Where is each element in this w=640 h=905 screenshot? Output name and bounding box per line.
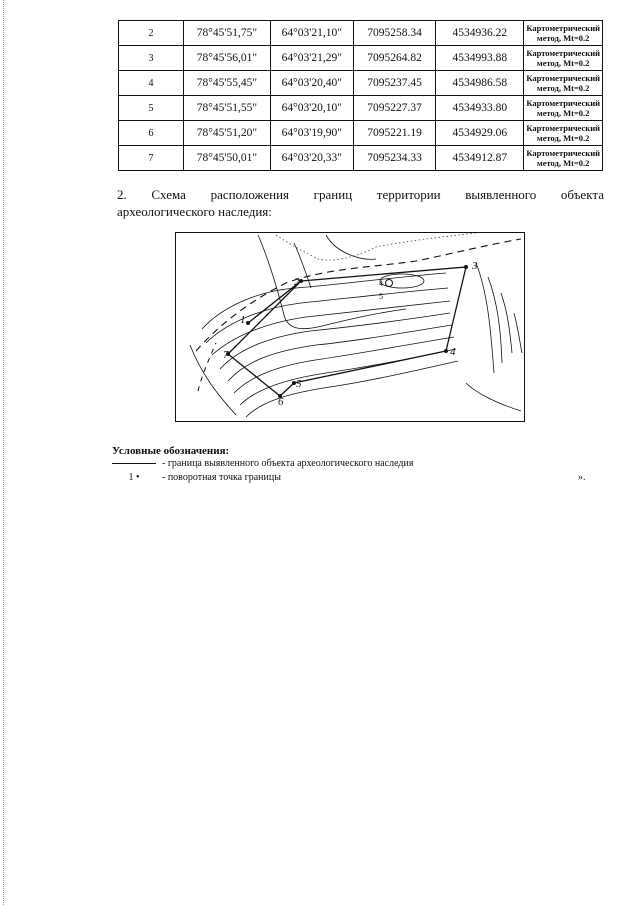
label-object-4: 4: [379, 279, 383, 288]
legend-row-boundary: - граница выявленного объекта археологич…: [112, 458, 413, 469]
y-coordinate-cell: 4534933.80: [435, 95, 525, 121]
section-heading-word: границ: [313, 187, 353, 202]
latitude-cell: 78°45'51,20": [183, 120, 271, 146]
latitude-cell: 78°45'56,01": [183, 45, 271, 71]
latitude-cell: 78°45'51,55": [183, 95, 271, 121]
legend-point-text: - поворотная точка границы: [162, 472, 281, 483]
x-coordinate-cell: 7095221.19: [352, 120, 437, 146]
point-number-cell: 6: [117, 120, 185, 146]
point-number-cell: 4: [117, 70, 185, 96]
longitude-cell: 64°03'20,40": [269, 70, 354, 96]
x-coordinate-cell: 7095258.34: [352, 20, 437, 46]
x-coordinate-cell: 7095234.33: [352, 145, 437, 171]
longitude-cell: 64°03'20,33": [269, 145, 354, 171]
point-number-cell: 7: [117, 145, 185, 171]
label-point-2: 2: [294, 276, 300, 288]
label-object-5: 5: [379, 292, 383, 301]
scan-edge: [3, 0, 5, 905]
point-6: [278, 394, 282, 398]
y-coordinate-cell: 4534993.88: [435, 45, 525, 71]
scheme-drawing: 1 2 3 4 5 6 7 4 5: [189, 233, 523, 418]
section-heading-word: территории: [376, 187, 441, 202]
section-heading-word: объекта: [560, 187, 604, 202]
label-point-7: 7: [223, 349, 229, 361]
section-heading-line1: 2. Схема расположения границ территории выявл…: [117, 186, 604, 203]
point-5: [292, 381, 296, 385]
legend-row-point: 1 • - поворотная точка границы: [112, 472, 281, 483]
point-number-cell: 5: [117, 95, 185, 121]
label-point-4: 4: [450, 346, 456, 358]
legend-point-sample: 1 •: [128, 472, 140, 483]
longitude-cell: 64°03'20,10": [269, 95, 354, 121]
y-coordinate-cell: 4534912.87: [435, 145, 525, 171]
latitude-cell: 78°45'50,01": [183, 145, 271, 171]
label-point-1: 1: [240, 314, 246, 326]
y-coordinate-cell: 4534929.06: [435, 120, 525, 146]
point-4: [444, 349, 448, 353]
latitude-cell: 78°45'55,45": [183, 70, 271, 96]
section-heading-line2: археологического наследия:: [117, 204, 272, 219]
section-heading-word: 2.: [117, 187, 127, 202]
section-heading-word: расположения: [210, 187, 290, 202]
dashed-road: [195, 238, 522, 352]
mound: [379, 273, 425, 289]
x-coordinate-cell: 7095237.45: [352, 70, 437, 96]
section-heading: 2. Схема расположения границ территории выявл…: [117, 186, 604, 220]
boundary-scheme-map: 1 2 3 4 5 6 7 4 5: [175, 232, 525, 422]
closing-quote: ».: [578, 472, 586, 483]
longitude-cell: 64°03'21,29": [269, 45, 354, 71]
label-point-6: 6: [278, 396, 284, 408]
x-coordinate-cell: 7095227.37: [352, 95, 437, 121]
point-number-cell: 3: [117, 45, 185, 71]
label-point-3: 3: [471, 260, 478, 272]
dashed-left: [197, 342, 217, 392]
point-3: [464, 265, 468, 269]
point-1: [246, 321, 250, 325]
legend-line-sample: [112, 463, 156, 464]
dotted-outline: [275, 233, 477, 261]
y-coordinate-cell: 4534986.58: [435, 70, 525, 96]
section-heading-word: Схема: [151, 187, 186, 202]
contour-lines-right: [465, 262, 523, 412]
pit-marker: [385, 279, 393, 287]
longitude-cell: 64°03'21,10": [269, 20, 354, 46]
x-coordinate-cell: 7095264.82: [352, 45, 437, 71]
point-7: [226, 352, 230, 356]
label-point-5: 5: [296, 378, 302, 390]
section-heading-word: выявленного: [465, 187, 537, 202]
point-number-cell: 2: [117, 20, 185, 46]
contour-lines: [189, 272, 459, 418]
latitude-cell: 78°45'51,75": [183, 20, 271, 46]
legend-title: Условные обозначения:: [112, 445, 230, 457]
y-coordinate-cell: 4534936.22: [435, 20, 525, 46]
point-2: [299, 279, 303, 283]
site-boundary: [227, 266, 467, 397]
boundary-segment-1-2: [247, 280, 302, 324]
legend-boundary-text: - граница выявленного объекта археологич…: [162, 458, 414, 469]
longitude-cell: 64°03'19,90": [269, 120, 354, 146]
boundary-points: [226, 265, 468, 398]
